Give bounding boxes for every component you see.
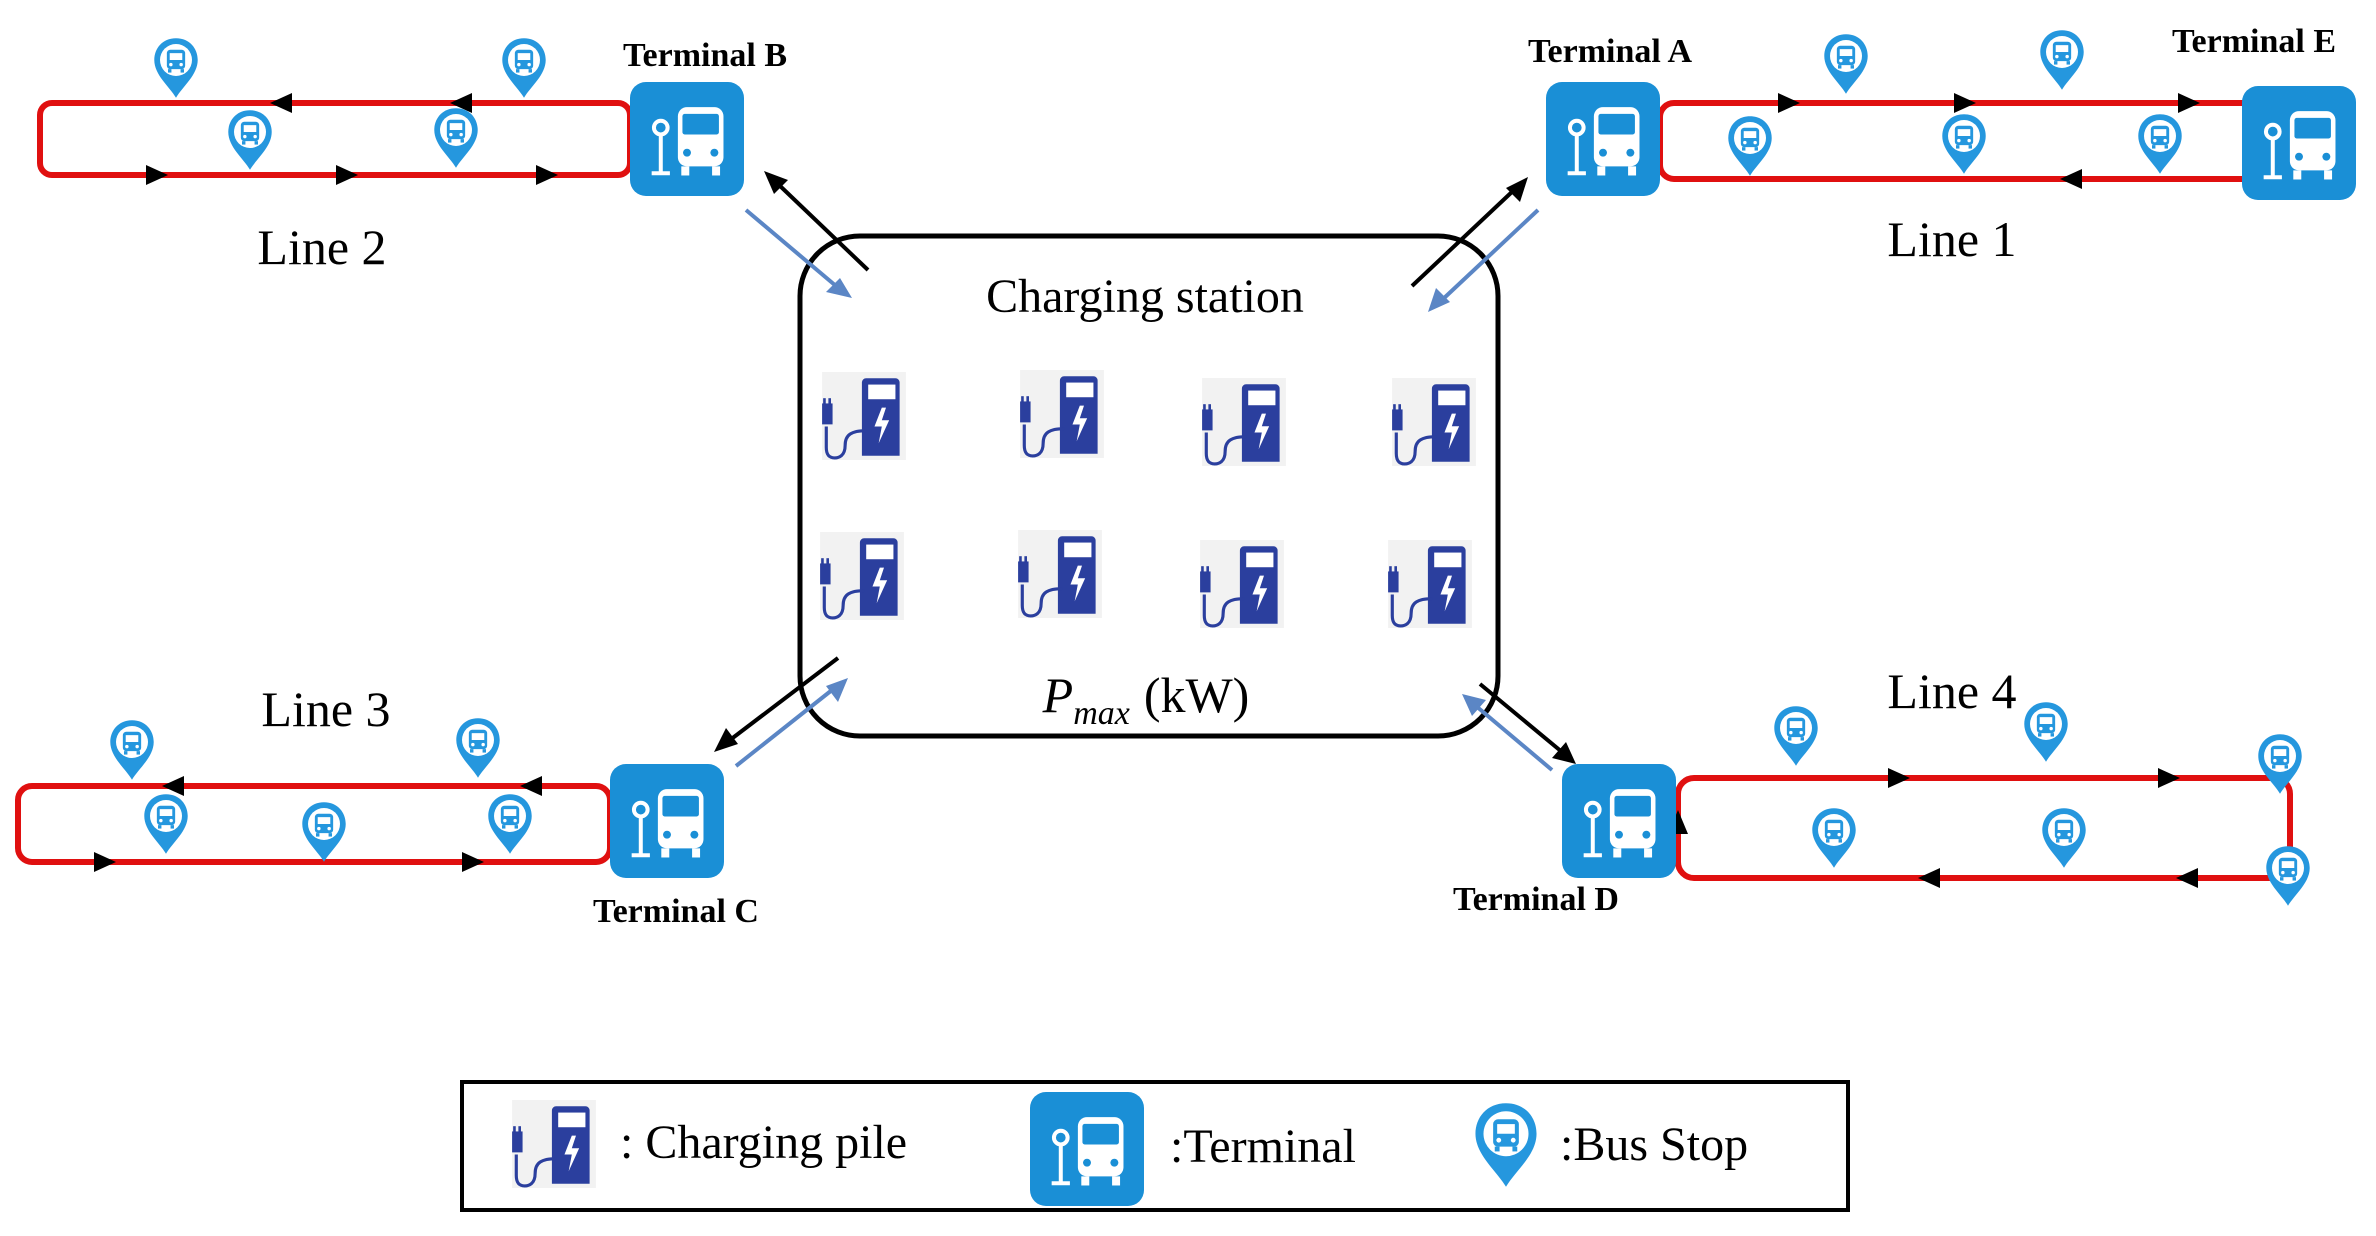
bus-stop-pin-icon [1812, 808, 1856, 868]
bus-stop-pin-icon [434, 108, 478, 168]
direction-arrow [536, 165, 558, 185]
line-1-label: Line 1 [1887, 211, 2016, 267]
bus-stop-pin-icon [2138, 114, 2182, 174]
bus-stop-pin-icon [2042, 808, 2086, 868]
terminal-b-label: Terminal B [623, 37, 787, 74]
max-power-label: Pmax (kW) [1042, 667, 1250, 732]
charging-station-title: Charging station [986, 270, 1304, 323]
terminal-e: Terminal E [2172, 23, 2356, 200]
charging-pile-icon [1016, 530, 1104, 618]
flow-station-to-terminal-b [764, 171, 870, 272]
charging-pile-icon [1018, 370, 1106, 458]
bus-stop-pin-icon [502, 38, 546, 98]
bus-stop-pin-icon [1728, 116, 1772, 176]
legend-charging-pile-label: : Charging pile [620, 1116, 907, 1169]
max-power-unit: (kW) [1144, 667, 1250, 723]
direction-arrow [1888, 768, 1910, 788]
terminal-b: Terminal B [623, 37, 787, 196]
direction-arrow [462, 852, 484, 872]
charging-pile-icon [510, 1100, 598, 1188]
direction-arrow [270, 93, 292, 113]
direction-arrow [162, 776, 184, 796]
direction-arrow [336, 165, 358, 185]
legend-terminal-label: :Terminal [1170, 1120, 1356, 1173]
charging-pile-icon [1390, 378, 1478, 466]
terminal-a: Terminal A [1528, 33, 1692, 196]
direction-arrow [146, 165, 168, 185]
charging-pile-icon [1198, 540, 1286, 628]
terminal-c-label: Terminal C [593, 893, 759, 930]
bus-stop-pin-icon [2258, 734, 2302, 794]
terminal-d-label: Terminal D [1453, 881, 1619, 918]
direction-arrow [94, 852, 116, 872]
bus-terminal-icon [630, 82, 744, 196]
legend-box [460, 1080, 1850, 1212]
terminal-d: Terminal D [1453, 764, 1676, 918]
terminal-c: Terminal C [593, 764, 759, 930]
bus-terminal-icon [610, 764, 724, 878]
route-line-4 [1675, 775, 2293, 881]
flow-station-to-terminal-c [714, 656, 840, 752]
direction-arrow [2060, 169, 2082, 189]
flow-station-to-terminal-d [1478, 682, 1576, 764]
bus-terminal-icon [2242, 86, 2356, 200]
bus-terminal-icon [1562, 764, 1676, 878]
charging-pile-icon [1386, 540, 1474, 628]
charging-pile-icon [818, 532, 906, 620]
bus-stop-pin-icon [1774, 706, 1818, 766]
terminal-e-label: Terminal E [2172, 23, 2336, 60]
direction-arrow [2176, 868, 2198, 888]
direction-arrow [450, 93, 472, 113]
max-power-symbol: P [1042, 667, 1074, 723]
bus-stop-pin-icon [154, 38, 198, 98]
bus-terminal-icon [1546, 82, 1660, 196]
charging-pile-icon [1200, 378, 1288, 466]
legend-bus-stop-label: :Bus Stop [1560, 1118, 1748, 1171]
flow-arrows [714, 171, 1576, 772]
route-line-2 [37, 100, 633, 178]
bus-terminal-icon [1030, 1092, 1144, 1206]
flow-terminal-a-to-station [1428, 208, 1540, 312]
direction-arrow [1918, 868, 1940, 888]
bus-stop-pin-icon [110, 720, 154, 780]
line-3-label: Line 3 [261, 681, 390, 737]
bus-stop-pin-icon [2024, 702, 2068, 762]
bus-stop-pin-icon [2040, 30, 2084, 90]
bus-stop-pin-icon [302, 802, 346, 862]
bus-stop-pin-icon [456, 718, 500, 778]
direction-arrow [1954, 93, 1976, 113]
legend: : Charging pile :Terminal :Bus Stop [460, 1080, 1850, 1212]
direction-arrow [2158, 768, 2180, 788]
direction-arrow [2178, 93, 2200, 113]
terminal-a-label: Terminal A [1528, 33, 1692, 70]
bus-stop-pin-icon [2266, 846, 2310, 906]
bus-stop-pin-icon [228, 110, 272, 170]
flow-station-to-terminal-a [1410, 177, 1528, 288]
line-2-label: Line 2 [257, 219, 386, 275]
direction-arrow [1778, 93, 1800, 113]
flow-terminal-d-to-station [1462, 694, 1554, 772]
direction-arrow [520, 776, 542, 796]
charging-station: Charging station Pmax (kW) [797, 233, 1501, 739]
bus-stop-pin-icon [488, 794, 532, 854]
flow-terminal-b-to-station [744, 208, 852, 298]
bus-stop-pin-icon [144, 794, 188, 854]
flow-terminal-c-to-station [734, 678, 848, 768]
bus-stop-pin-icon [1942, 114, 1986, 174]
max-power-subscript: max [1073, 695, 1130, 732]
charging-pile-icon [820, 372, 908, 460]
line-4-label: Line 4 [1887, 663, 2016, 719]
bus-stop-pin-icon [1824, 34, 1868, 94]
charging-station-box [797, 233, 1501, 739]
route-direction-arrows [94, 93, 2200, 888]
